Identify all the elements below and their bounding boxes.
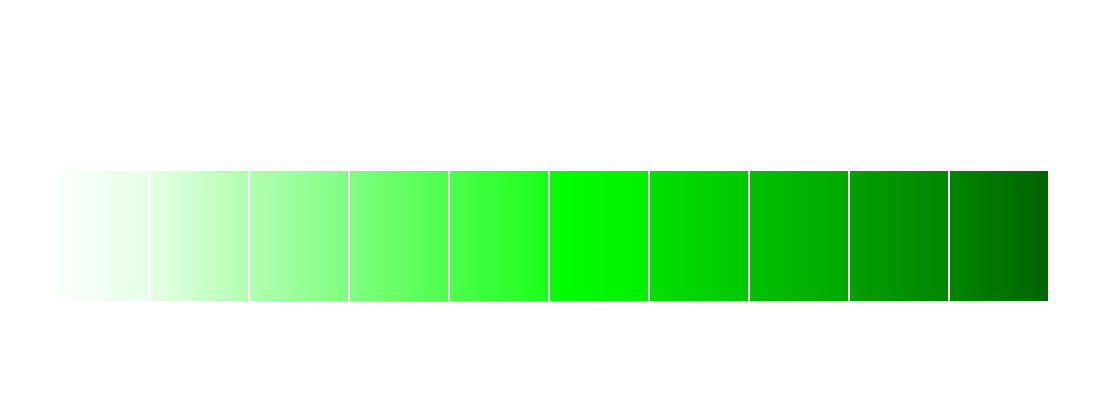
color-swatch-10 <box>948 171 1048 301</box>
color-swatch-4 <box>348 171 448 301</box>
color-swatch-9 <box>848 171 948 301</box>
color-swatch-strip <box>48 171 1048 301</box>
color-swatch-5 <box>448 171 548 301</box>
color-swatch-2 <box>148 171 248 301</box>
color-swatch-1 <box>48 171 148 301</box>
color-swatch-7 <box>648 171 748 301</box>
color-swatch-6 <box>548 171 648 301</box>
color-swatch-8 <box>748 171 848 301</box>
color-swatch-3 <box>248 171 348 301</box>
